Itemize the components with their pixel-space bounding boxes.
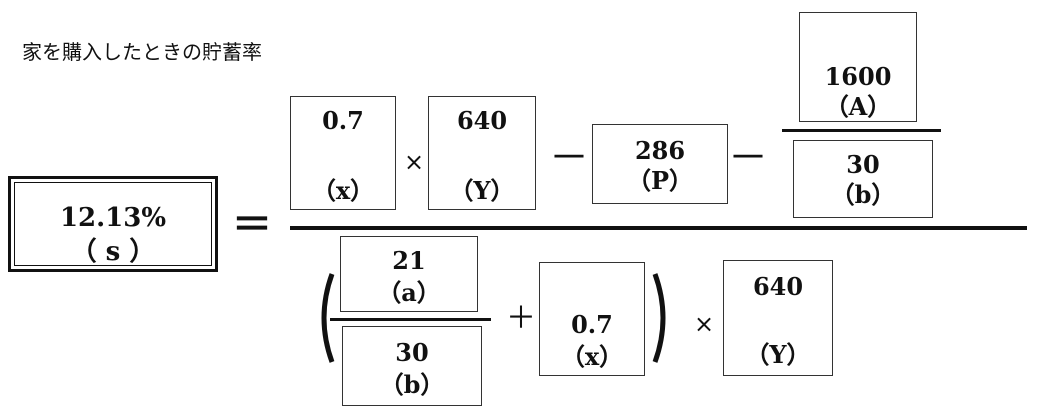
numerator-b-box: 30 （b） <box>793 140 933 218</box>
fraction-bar <box>330 318 491 321</box>
numerator-b-value: 30 <box>846 150 880 179</box>
denominator-a-label: （a） <box>377 278 441 307</box>
numerator-x-box: 0.7 （x） <box>290 96 396 210</box>
numerator-Y-value: 640 <box>456 106 508 135</box>
main-fraction-bar <box>290 226 1027 230</box>
denominator-b-box: 30 （b） <box>342 326 482 406</box>
times-sign: × <box>694 310 715 338</box>
numerator-x-value: 0.7 <box>322 106 364 135</box>
times-sign: × <box>404 148 425 176</box>
denominator-x-label: （x） <box>560 342 624 371</box>
equals-sign: ＝ <box>232 202 272 248</box>
result-symbol: （ s ） <box>70 237 156 267</box>
numerator-P-label: （P） <box>626 166 694 195</box>
numerator-A-box: 1600 （A） <box>799 12 917 122</box>
denominator-x-box: 0.7 （x） <box>539 262 645 376</box>
right-paren <box>652 273 666 363</box>
page-title: 家を購入したときの貯蓄率 <box>22 40 262 64</box>
denominator-a-box: 21 （a） <box>340 236 478 312</box>
denominator-b-label: （b） <box>379 370 445 399</box>
denominator-x-value: 0.7 <box>571 310 613 339</box>
numerator-Y-box: 640 （Y） <box>428 96 536 210</box>
numerator-P-box: 286 （P） <box>592 124 728 204</box>
denominator-Y-box: 640 （Y） <box>723 260 833 376</box>
minus-sign: － <box>728 135 768 181</box>
result-box: 12.13% （ s ） <box>8 176 218 272</box>
numerator-P-value: 286 <box>634 136 686 165</box>
numerator-x-label: （x） <box>311 176 375 205</box>
numerator-A-value: 1600 <box>824 62 892 91</box>
numerator-Y-label: （Y） <box>449 176 515 205</box>
plus-sign: ＋ <box>506 301 536 336</box>
numerator-b-label: （b） <box>830 180 896 209</box>
denominator-Y-label: （Y） <box>745 340 811 369</box>
result-value: 12.13% <box>59 203 167 233</box>
denominator-Y-value: 640 <box>752 272 804 301</box>
numerator-A-label: （A） <box>824 92 892 121</box>
denominator-b-value: 30 <box>395 338 429 367</box>
minus-sign: － <box>549 135 589 181</box>
left-paren <box>321 273 335 363</box>
fraction-bar <box>782 129 941 132</box>
denominator-a-value: 21 <box>392 246 426 275</box>
